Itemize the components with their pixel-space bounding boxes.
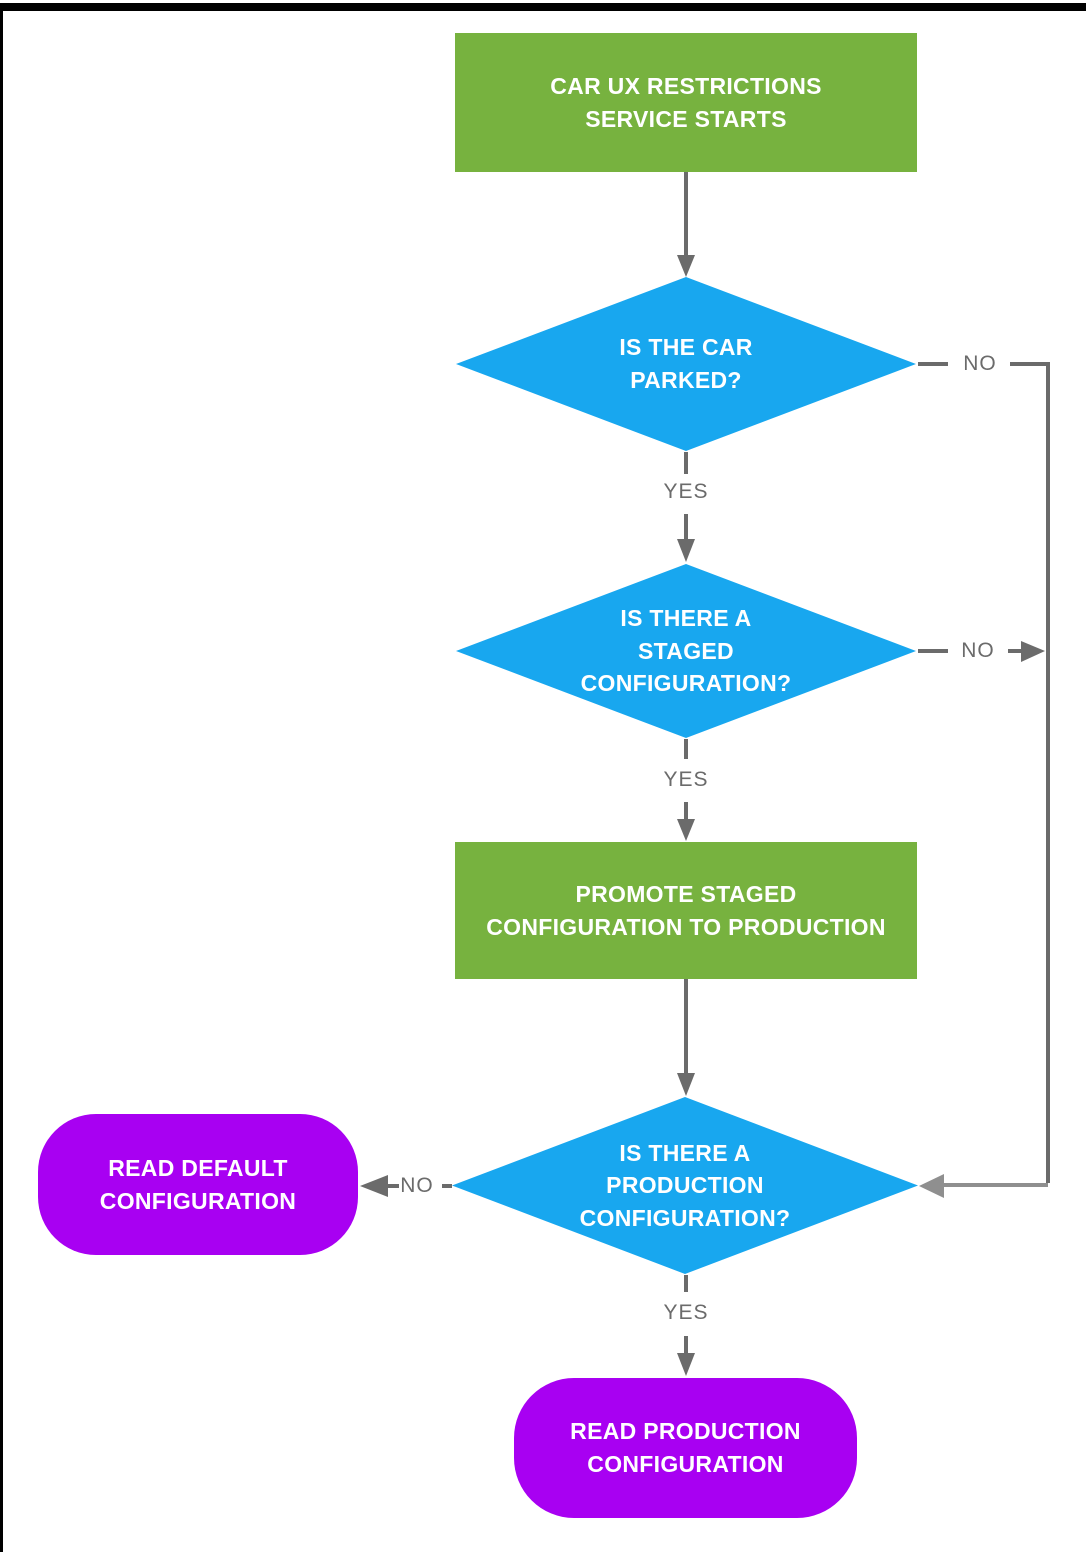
node-read-default-configuration-label: READ DEFAULT CONFIGURATION <box>99 1154 297 1214</box>
arrowhead-staged-yes <box>677 819 695 841</box>
label-parked-no: NO <box>963 352 997 375</box>
label-production-no: NO <box>400 1174 434 1197</box>
label-parked-yes: YES <box>663 480 709 503</box>
label-production-yes: YES <box>663 1301 709 1324</box>
node-read-default-configuration: READ DEFAULT CONFIGURATION <box>38 1114 358 1255</box>
arrowhead-production-no <box>360 1175 388 1197</box>
arrowhead-to-parked <box>677 255 695 277</box>
node-promote-staged-label: PROMOTE STAGED CONFIGURATION TO PRODUCTI… <box>486 880 886 940</box>
node-start-label: CAR UX RESTRICTIONS SERVICE STARTS <box>550 72 822 132</box>
node-promote-staged: PROMOTE STAGED CONFIGURATION TO PRODUCTI… <box>455 842 917 979</box>
arrowhead-production-yes <box>677 1353 695 1376</box>
label-staged-no: NO <box>961 639 995 662</box>
screenshot-frame-left <box>0 3 3 1552</box>
node-start: CAR UX RESTRICTIONS SERVICE STARTS <box>455 33 917 172</box>
arrowhead-to-production-decision <box>677 1073 695 1096</box>
screenshot-frame-top <box>0 3 1086 11</box>
arrowhead-parked-yes <box>677 539 695 562</box>
arrowhead-return-into-decision <box>919 1174 944 1198</box>
arrowhead-staged-no <box>1021 641 1045 662</box>
label-staged-yes: YES <box>663 768 709 791</box>
node-is-production-configuration-label: IS THERE A PRODUCTION CONFIGURATION? <box>579 1139 791 1231</box>
node-is-staged-configuration-label: IS THERE A STAGED CONFIGURATION? <box>580 605 792 697</box>
node-is-car-parked-label: IS THE CAR PARKED? <box>619 334 753 393</box>
node-read-production-configuration-label: READ PRODUCTION CONFIGURATION <box>570 1418 801 1477</box>
node-read-production-configuration: READ PRODUCTION CONFIGURATION <box>514 1378 857 1518</box>
